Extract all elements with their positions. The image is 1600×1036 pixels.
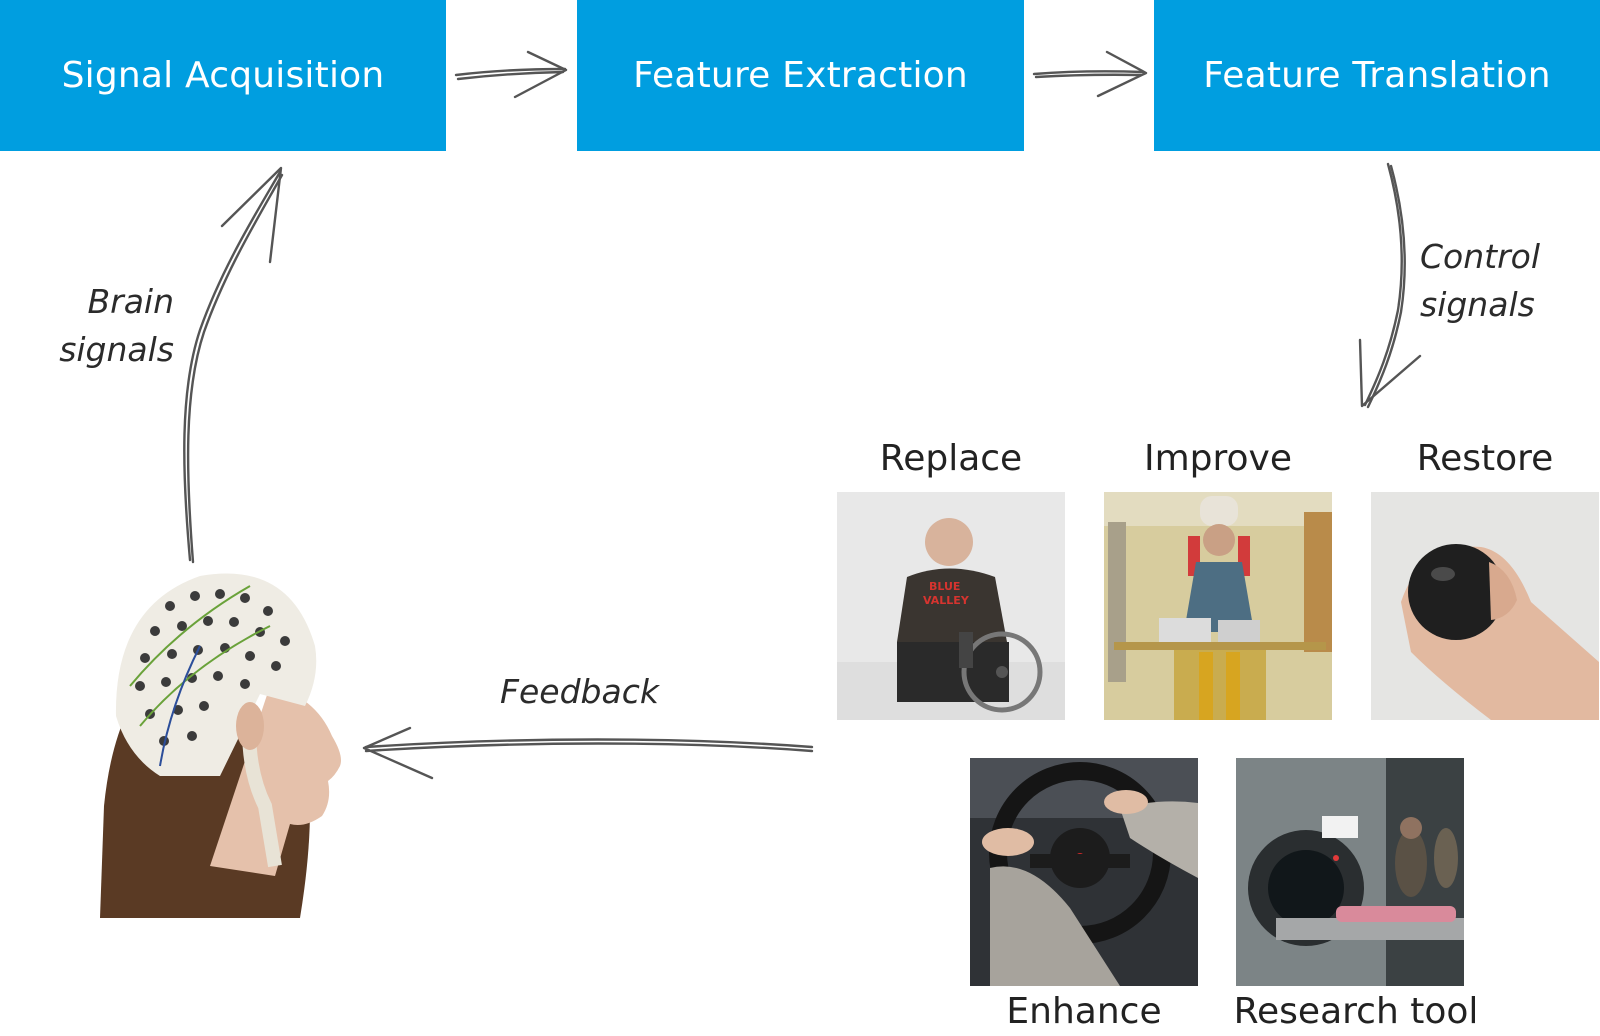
arrow-feedback: [362, 726, 814, 780]
steering-wheel-photo: [970, 758, 1198, 986]
control-label-line1: Control: [1420, 237, 1541, 276]
feature-extraction-box: Feature Extraction: [577, 0, 1024, 151]
research-tool-caption: Research tool: [1233, 991, 1479, 1032]
rehab-robot-icon: [1104, 492, 1332, 720]
steering-wheel-icon: [970, 758, 1198, 986]
feature-translation-box: Feature Translation: [1154, 0, 1600, 151]
arrow-control-signals: [1358, 162, 1422, 409]
eeg-cap-icon: [100, 573, 341, 918]
hand-squeezing-ball-photo: [1371, 492, 1599, 720]
control-label-line2: signals: [1420, 285, 1535, 324]
improve-caption: Improve: [1143, 438, 1293, 479]
wheelchair-user-photo: BLUE VALLEY: [837, 492, 1065, 720]
replace-caption: Replace: [879, 438, 1023, 479]
eeg-cap-head-photo: [100, 566, 352, 918]
mri-scanner-photo: [1236, 758, 1464, 986]
control-signals-label: Control signals: [1420, 233, 1570, 329]
enhance-caption: Enhance: [1006, 991, 1162, 1032]
wheelchair-icon: BLUE VALLEY: [837, 492, 1065, 720]
arrow-extraction-to-translation: [1032, 50, 1148, 98]
brain-label-line1: Brain: [87, 282, 174, 321]
feature-extraction-label: Feature Extraction: [633, 55, 968, 96]
signal-acquisition-label: Signal Acquisition: [61, 55, 385, 96]
feature-translation-label: Feature Translation: [1203, 55, 1551, 96]
mri-icon: [1236, 758, 1464, 986]
brain-signals-label: Brain signals: [52, 278, 174, 374]
hand-ball-icon: [1371, 492, 1599, 720]
restore-caption: Restore: [1416, 438, 1554, 479]
feedback-label: Feedback: [500, 672, 659, 711]
arrow-brain-signals: [183, 166, 284, 564]
svg-text:BLUE: BLUE: [929, 580, 960, 593]
gait-rehabilitation-photo: [1104, 492, 1332, 720]
brain-label-line2: signals: [59, 330, 174, 369]
svg-text:VALLEY: VALLEY: [923, 594, 970, 607]
arrow-acquisition-to-extraction: [454, 50, 568, 99]
signal-acquisition-box: Signal Acquisition: [0, 0, 446, 151]
